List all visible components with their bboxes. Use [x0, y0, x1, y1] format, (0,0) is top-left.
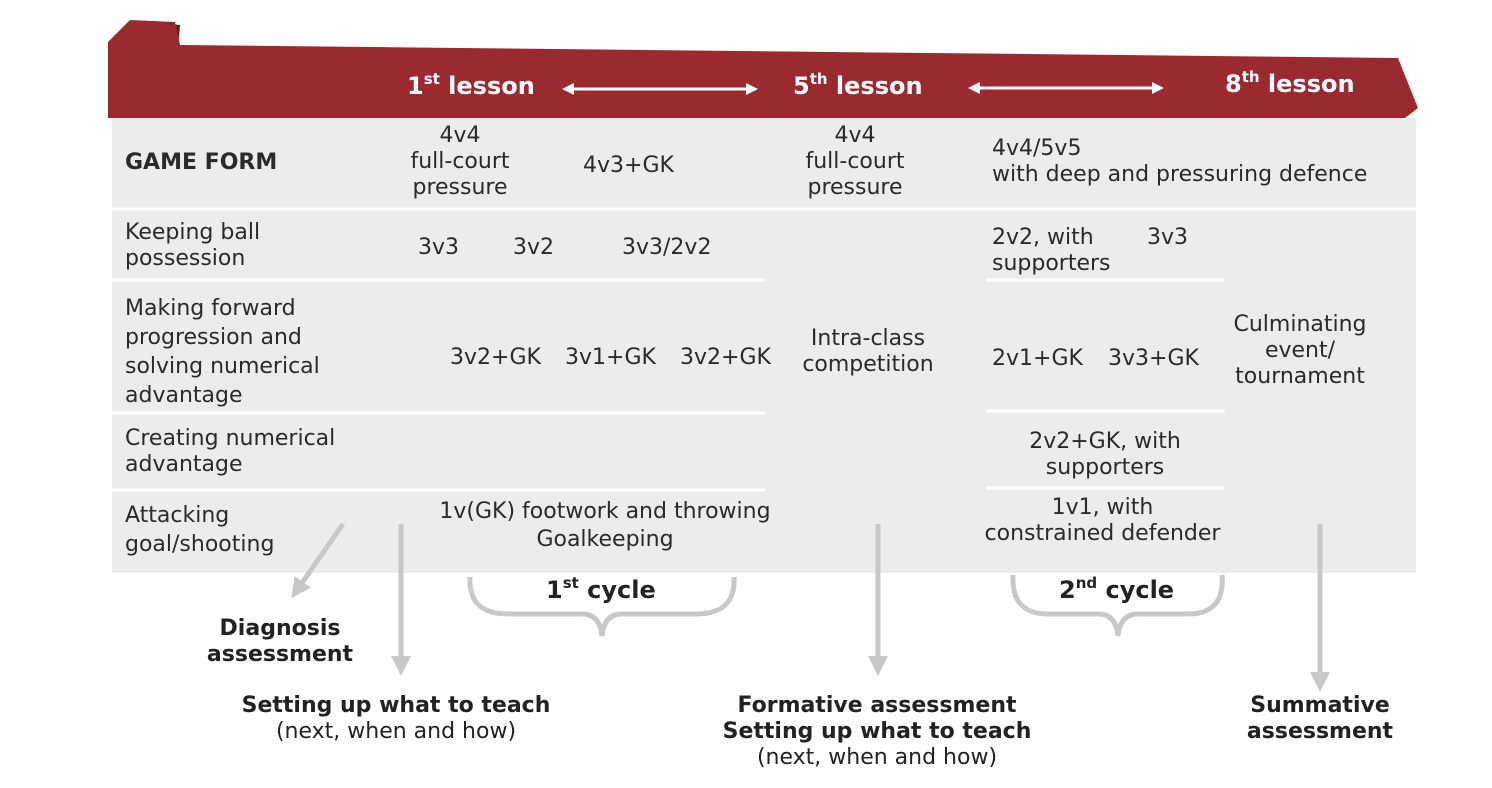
banner [108, 20, 1418, 118]
cell-fw-4: 2v1+GK [992, 346, 1083, 371]
first-cycle-brace [467, 576, 737, 637]
cell-fw-5: 3v3+GK [1108, 346, 1199, 371]
second-cycle-label: 2nd cycle [1059, 574, 1175, 605]
cell-fw-2: 3v1+GK [565, 345, 656, 370]
diagnosis-arrow [291, 522, 346, 599]
cell-kp-5: 3v3 [1147, 225, 1189, 250]
first-cycle-label: 1st cycle [546, 574, 656, 605]
eighth-lesson-label: 8th lesson [1225, 68, 1355, 99]
fifth-lesson-label: 5th lesson [793, 70, 923, 101]
cell-kp-1: 3v3 [418, 235, 460, 260]
formative-assessment-label: Formative assessment Setting up what to … [722, 693, 1032, 770]
cell-gf-2: 4v3+GK [583, 153, 674, 178]
row-label-game-form: GAME FORM [125, 150, 278, 175]
cell-fw-3: 3v2+GK [680, 345, 771, 370]
cell-fw-1: 3v2+GK [450, 345, 541, 370]
cell-kp-2: 3v2 [513, 235, 555, 260]
table-panel [112, 118, 1416, 573]
second-cycle-brace [1010, 574, 1225, 637]
setting-up-label: Setting up what to teach (next, when and… [241, 693, 551, 744]
cell-kp-3: 3v3/2v2 [622, 235, 712, 260]
first-lesson-label: 1st lesson [407, 70, 535, 101]
